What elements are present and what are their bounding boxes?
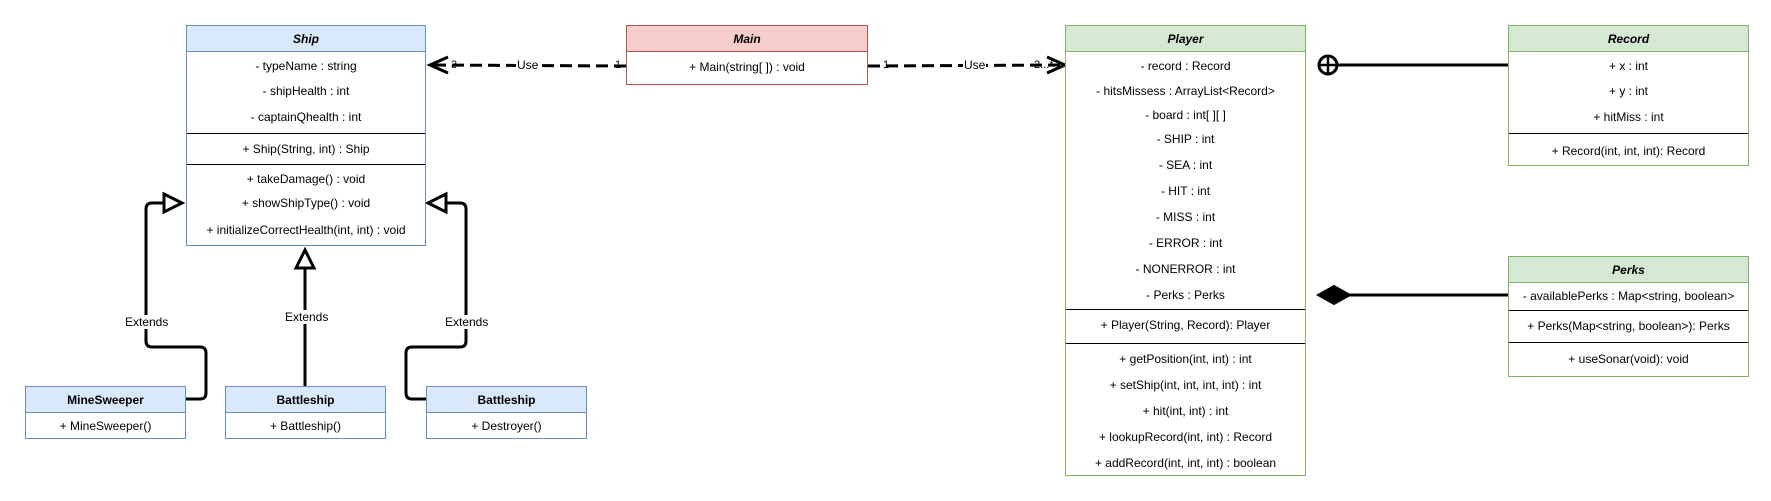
class-battleship[interactable]: Battleship + Battleship(): [225, 386, 386, 439]
record-constructor: + Record(int, int, int): Record: [1551, 144, 1706, 158]
class-record-name: Record: [1509, 26, 1748, 52]
ship-attr-shiphealth: - shipHealth : int: [262, 84, 350, 98]
ship-attr-typename: - typeName : string: [255, 59, 357, 73]
player-attr-error: - ERROR : int: [1148, 236, 1223, 250]
class-player[interactable]: Player - record : Record - hitsMissess :…: [1065, 25, 1306, 476]
class-minesweeper[interactable]: MineSweeper + MineSweeper(): [25, 386, 186, 439]
mult-ship-end: 3: [451, 59, 458, 71]
player-attr-sea: - SEA : int: [1158, 158, 1213, 172]
minesweeper-constructor: + MineSweeper(): [59, 419, 152, 433]
perks-divider-2: [1509, 342, 1748, 343]
class-record[interactable]: Record + x : int + y : int + hitMiss : i…: [1508, 25, 1749, 166]
perks-constructor: + Perks(Map<string, boolean>): Perks: [1527, 319, 1730, 333]
generalization-triangle-bottom: [293, 246, 317, 270]
class-destroyer[interactable]: Battleship + Destroyer(): [426, 386, 587, 439]
player-method-hit: + hit(int, int) : int: [1142, 404, 1229, 418]
player-divider-2: [1066, 343, 1305, 344]
dependency-arrowhead-ship: [426, 55, 449, 75]
player-attr-hit: - HIT : int: [1160, 184, 1211, 198]
battleship-constructor: + Battleship(): [269, 419, 342, 433]
label-use-ship: Use: [516, 58, 540, 72]
player-divider-1: [1066, 309, 1305, 310]
record-divider: [1509, 133, 1748, 134]
class-ship-name: Ship: [187, 26, 425, 52]
record-attr-y: + y : int: [1608, 84, 1649, 98]
mult-main-end-right: 1: [883, 59, 890, 71]
player-method-setship: + setShip(int, int, int, int) : int: [1109, 378, 1262, 392]
mult-main-end-left: 1: [615, 59, 622, 71]
record-attr-x: + x : int: [1608, 59, 1649, 73]
perks-method-usesonar: + useSonar(void): void: [1568, 352, 1689, 366]
ship-divider-2: [187, 164, 425, 165]
player-attr-hitsmissess: - hitsMissess : ArrayList<Record>: [1096, 84, 1275, 98]
class-perks[interactable]: Perks - availablePerks : Map<string, boo…: [1508, 256, 1749, 377]
label-extends-minesweeper: Extends: [124, 315, 170, 329]
player-attr-nonerror: - NONERROR : int: [1135, 262, 1236, 276]
main-method-main: + Main(string[ ]) : void: [689, 60, 805, 74]
ship-method-initializecorrecthealth: + initializeCorrectHealth(int, int) : vo…: [206, 223, 406, 237]
label-use-player: Use: [963, 58, 987, 72]
generalization-destroyer-ship: [404, 201, 468, 401]
player-attr-perks: - Perks : Perks: [1146, 288, 1225, 302]
player-attr-ship: - SHIP : int: [1156, 132, 1215, 146]
mult-player-end: 2...*: [1034, 59, 1054, 71]
generalization-triangle-left: [162, 191, 186, 215]
ship-attr-captainqhealth: - captainQhealth : int: [250, 110, 362, 124]
perks-divider-1: [1509, 310, 1748, 311]
class-ship[interactable]: Ship - typeName : string - shipHealth : …: [186, 25, 426, 246]
player-attr-record: - record : Record: [1140, 59, 1231, 73]
class-minesweeper-name: MineSweeper: [26, 387, 185, 413]
label-extends-destroyer: Extends: [444, 315, 490, 329]
player-attr-board: - board : int[ ][ ]: [1145, 108, 1226, 122]
perks-attr-availableperks: - availablePerks : Map<string, boolean>: [1522, 289, 1735, 303]
class-destroyer-name: Battleship: [427, 387, 586, 413]
ship-divider-1: [187, 133, 425, 134]
composition-diamond-icon: [1315, 284, 1353, 306]
label-extends-battleship: Extends: [284, 310, 330, 324]
class-battleship-name: Battleship: [226, 387, 385, 413]
player-method-getposition: + getPosition(int, int) : int: [1119, 352, 1252, 366]
player-constructor: + Player(String, Record): Player: [1100, 318, 1271, 332]
generalization-triangle-right: [424, 191, 448, 215]
generalization-minesweeper-ship: [144, 201, 208, 401]
ship-method-takedamage: + takeDamage() : void: [246, 172, 366, 186]
record-attr-hitmiss: + hitMiss : int: [1593, 110, 1664, 124]
ship-method-showshiptype: + showShipType() : void: [241, 196, 371, 210]
class-main[interactable]: Main + Main(string[ ]) : void: [626, 25, 868, 85]
player-attr-miss: - MISS : int: [1155, 210, 1216, 224]
destroyer-constructor: + Destroyer(): [471, 419, 542, 433]
player-method-addrecord: + addRecord(int, int, int) : boolean: [1094, 456, 1277, 470]
ship-constructor: + Ship(String, int) : Ship: [242, 142, 370, 156]
class-main-name: Main: [627, 26, 867, 52]
player-method-lookuprecord: + lookupRecord(int, int) : Record: [1098, 430, 1273, 444]
class-perks-name: Perks: [1509, 257, 1748, 283]
class-player-name: Player: [1066, 26, 1305, 52]
